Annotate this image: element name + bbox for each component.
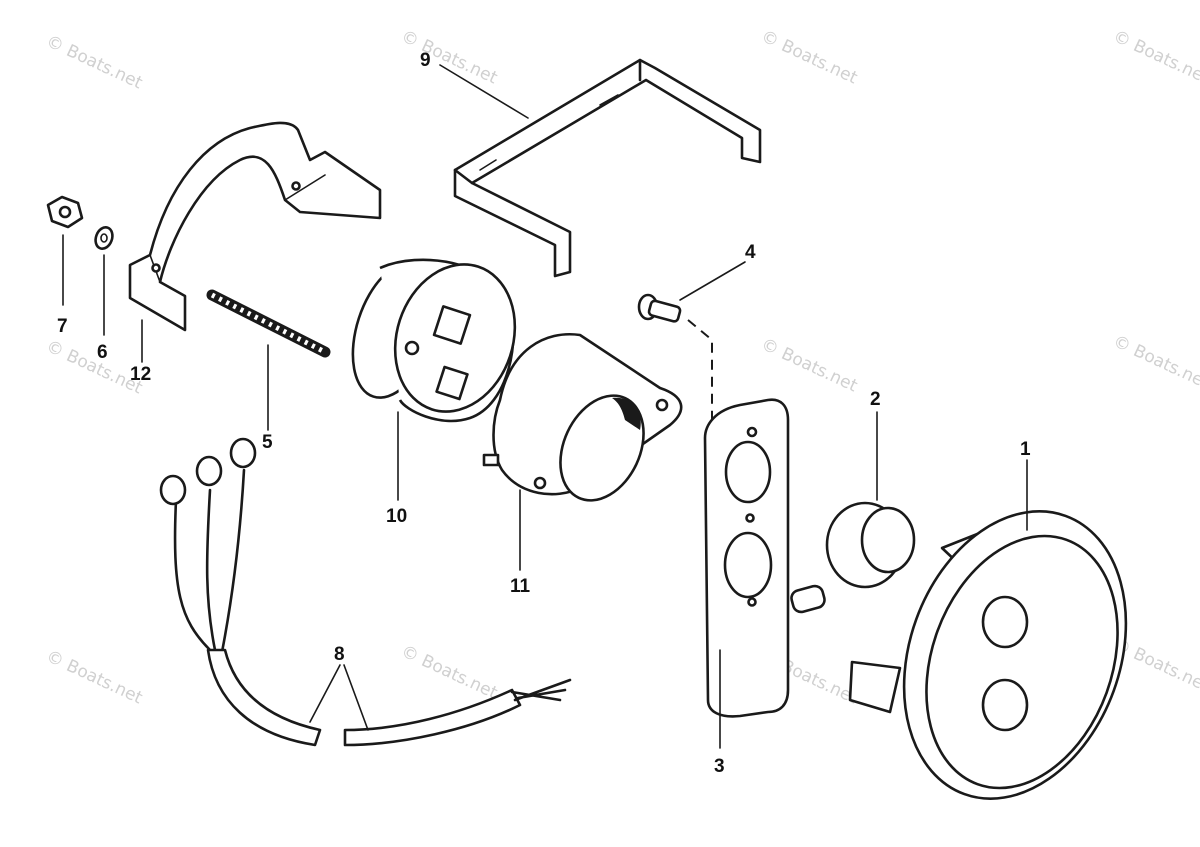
callout-5: 5 [262, 432, 273, 453]
part-7-nut [46, 195, 84, 229]
callouts: 9 7 6 12 5 10 11 4 2 1 3 8 [57, 50, 1031, 777]
callout-12: 12 [130, 364, 151, 385]
watermark: © Boats.net [398, 641, 501, 703]
part-9-mounting-bracket [453, 58, 762, 278]
part-8-wiring-harness [159, 437, 572, 747]
callout-2: 2 [870, 389, 881, 410]
part-3-switch-plate [703, 398, 826, 718]
callout-7: 7 [57, 316, 68, 337]
part-4-screw [637, 293, 682, 323]
part-6-washer [94, 226, 114, 250]
part-5-threaded-stud [206, 289, 331, 358]
watermark: © Boats.net [758, 26, 861, 88]
callout-8: 8 [334, 644, 345, 665]
callout-6: 6 [97, 342, 108, 363]
part-11-mounting-sleeve [482, 332, 683, 502]
watermark: © Boats.net [43, 646, 146, 708]
leader-lines [62, 64, 1028, 749]
watermark: © Boats.net [758, 334, 861, 396]
part-10-gauge-body [351, 258, 517, 423]
part-1-cover [848, 510, 1128, 800]
callout-3: 3 [714, 756, 725, 777]
part-2-button [825, 501, 916, 589]
watermark: © Boats.net [1110, 331, 1200, 393]
watermark: © Boats.net [43, 31, 146, 93]
callout-10: 10 [386, 506, 407, 527]
part-12-support-bracket [128, 121, 382, 332]
callout-4: 4 [745, 242, 756, 263]
callout-9: 9 [420, 50, 431, 71]
callout-11: 11 [510, 576, 531, 597]
callout-1: 1 [1020, 439, 1031, 460]
watermark: © Boats.net [1110, 26, 1200, 88]
watermark: © Boats.net [398, 26, 501, 88]
